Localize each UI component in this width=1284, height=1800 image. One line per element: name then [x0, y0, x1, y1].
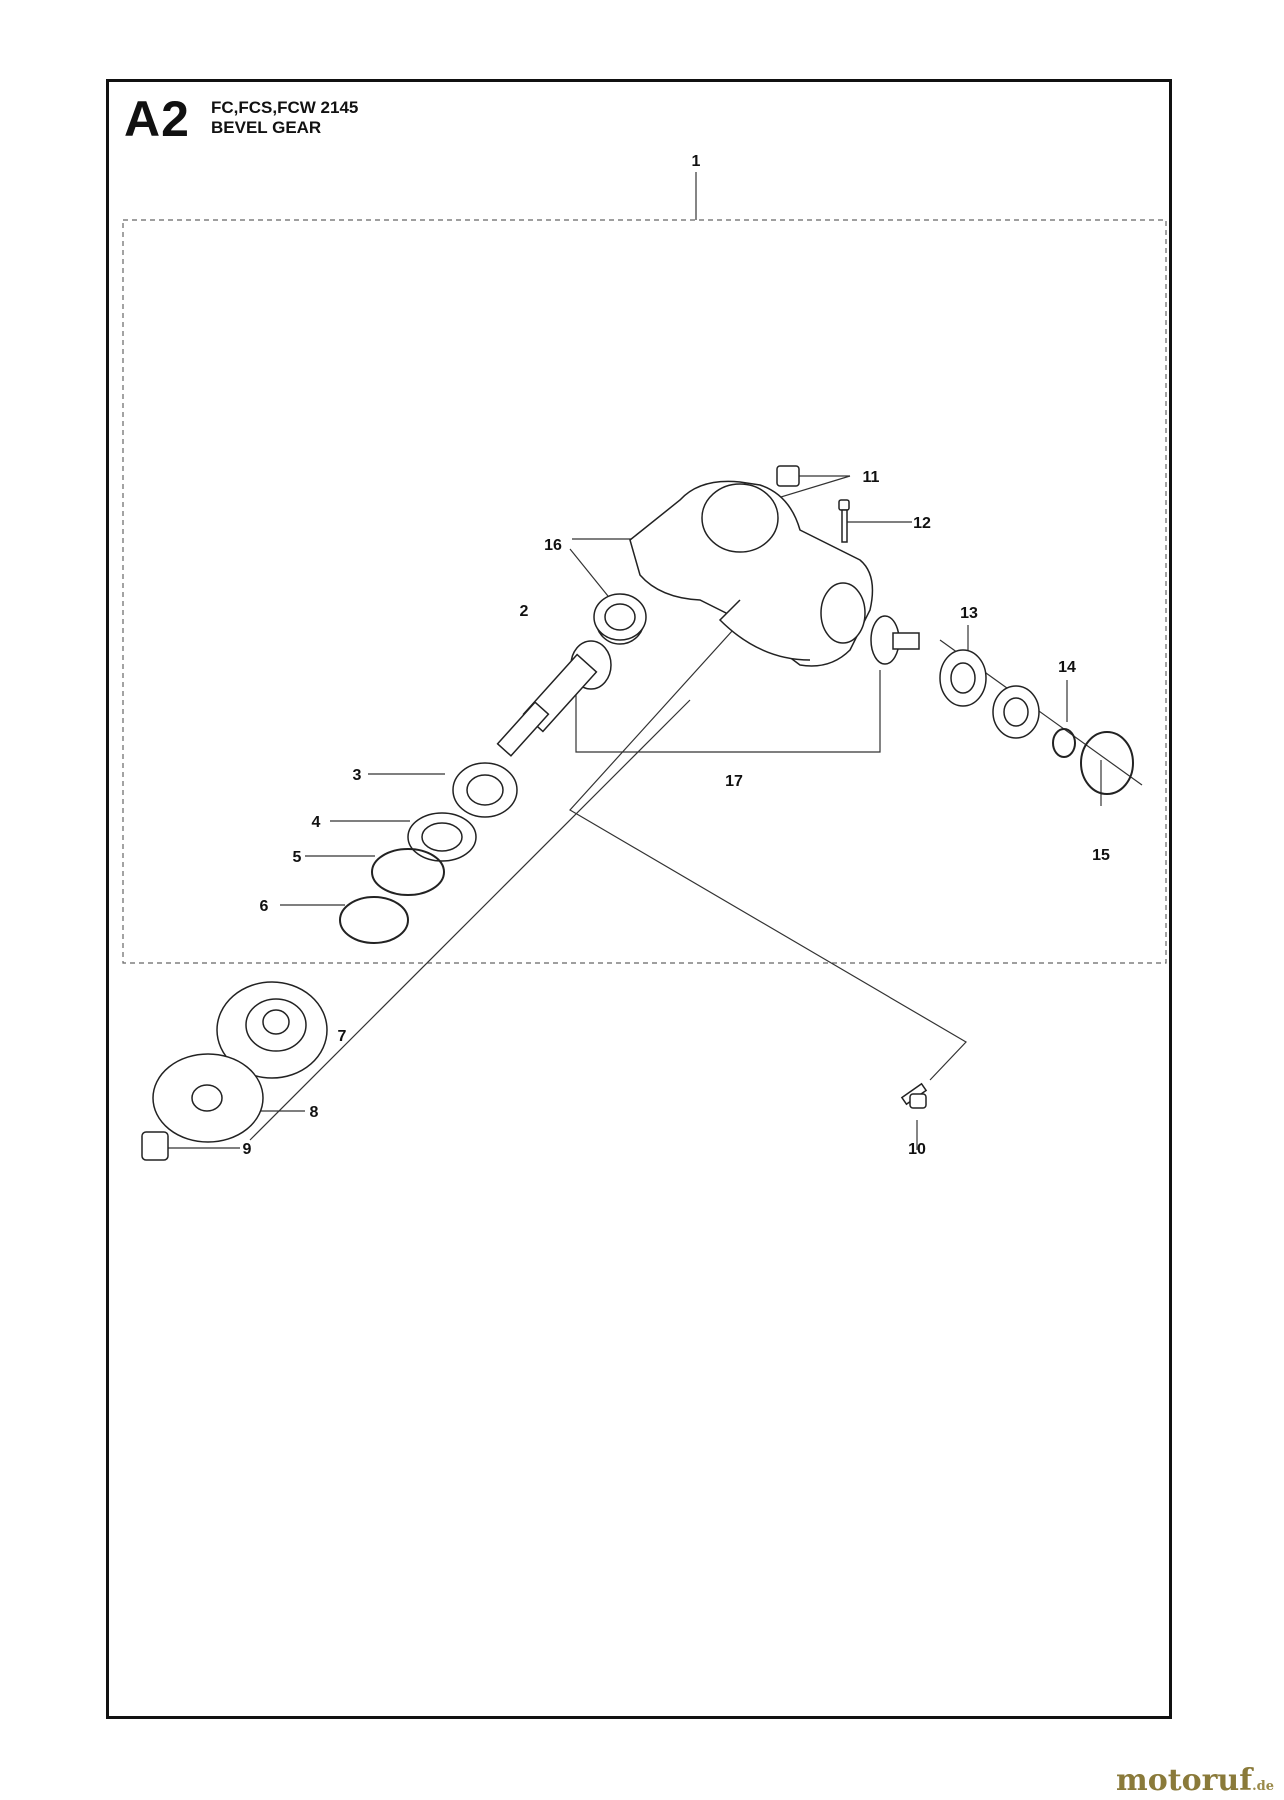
- screw-10: [900, 1082, 928, 1109]
- callout-9: 9: [243, 1141, 252, 1158]
- callout-12: 12: [913, 515, 931, 532]
- callout-1: 1: [692, 153, 701, 170]
- seal-4: [407, 812, 477, 862]
- ring-14: [1052, 728, 1076, 758]
- callout-5: 5: [293, 849, 302, 866]
- leader-lines: [155, 475, 1143, 1150]
- model-list: FC,FCS,FCW 2145: [211, 98, 359, 117]
- callout-15: 15: [1092, 847, 1110, 864]
- watermark-brand: motoruf: [1115, 1763, 1253, 1798]
- bearing-2: [593, 593, 647, 641]
- callout-8: 8: [310, 1104, 319, 1121]
- kit-boundary: [122, 219, 1167, 964]
- assembly-title: BEVEL GEAR: [211, 118, 322, 137]
- diagram-frame: [106, 79, 1172, 1719]
- watermark: motoruf.de: [1116, 1763, 1274, 1798]
- section-code: A2: [124, 91, 190, 147]
- callout-10: 10: [908, 1141, 926, 1158]
- bearing-3: [452, 762, 518, 818]
- gear-housing: [629, 480, 874, 667]
- seal-upper: [992, 685, 1040, 739]
- retaining-ring-5: [371, 848, 445, 896]
- plug-11: [776, 465, 800, 487]
- circlip-15: [1080, 731, 1134, 795]
- nut-9: [141, 1131, 169, 1161]
- washer-8: [152, 1053, 264, 1143]
- callout-4: 4: [312, 814, 321, 831]
- callout-16: 16: [544, 537, 562, 554]
- callout-7: 7: [338, 1028, 347, 1045]
- callout-13: 13: [960, 605, 978, 622]
- screw-12: [838, 499, 850, 543]
- callout-6: 6: [260, 898, 269, 915]
- pinion-gear: [870, 615, 920, 665]
- callout-2: 2: [520, 603, 529, 620]
- bearing-13: [939, 649, 987, 707]
- support-flange-7: [216, 981, 328, 1079]
- callout-11: 11: [863, 469, 880, 486]
- watermark-tld: .de: [1252, 1779, 1274, 1794]
- circlip-6: [339, 896, 409, 944]
- callout-3: 3: [353, 767, 362, 784]
- callout-14: 14: [1058, 659, 1076, 676]
- callout-17: 17: [725, 773, 743, 790]
